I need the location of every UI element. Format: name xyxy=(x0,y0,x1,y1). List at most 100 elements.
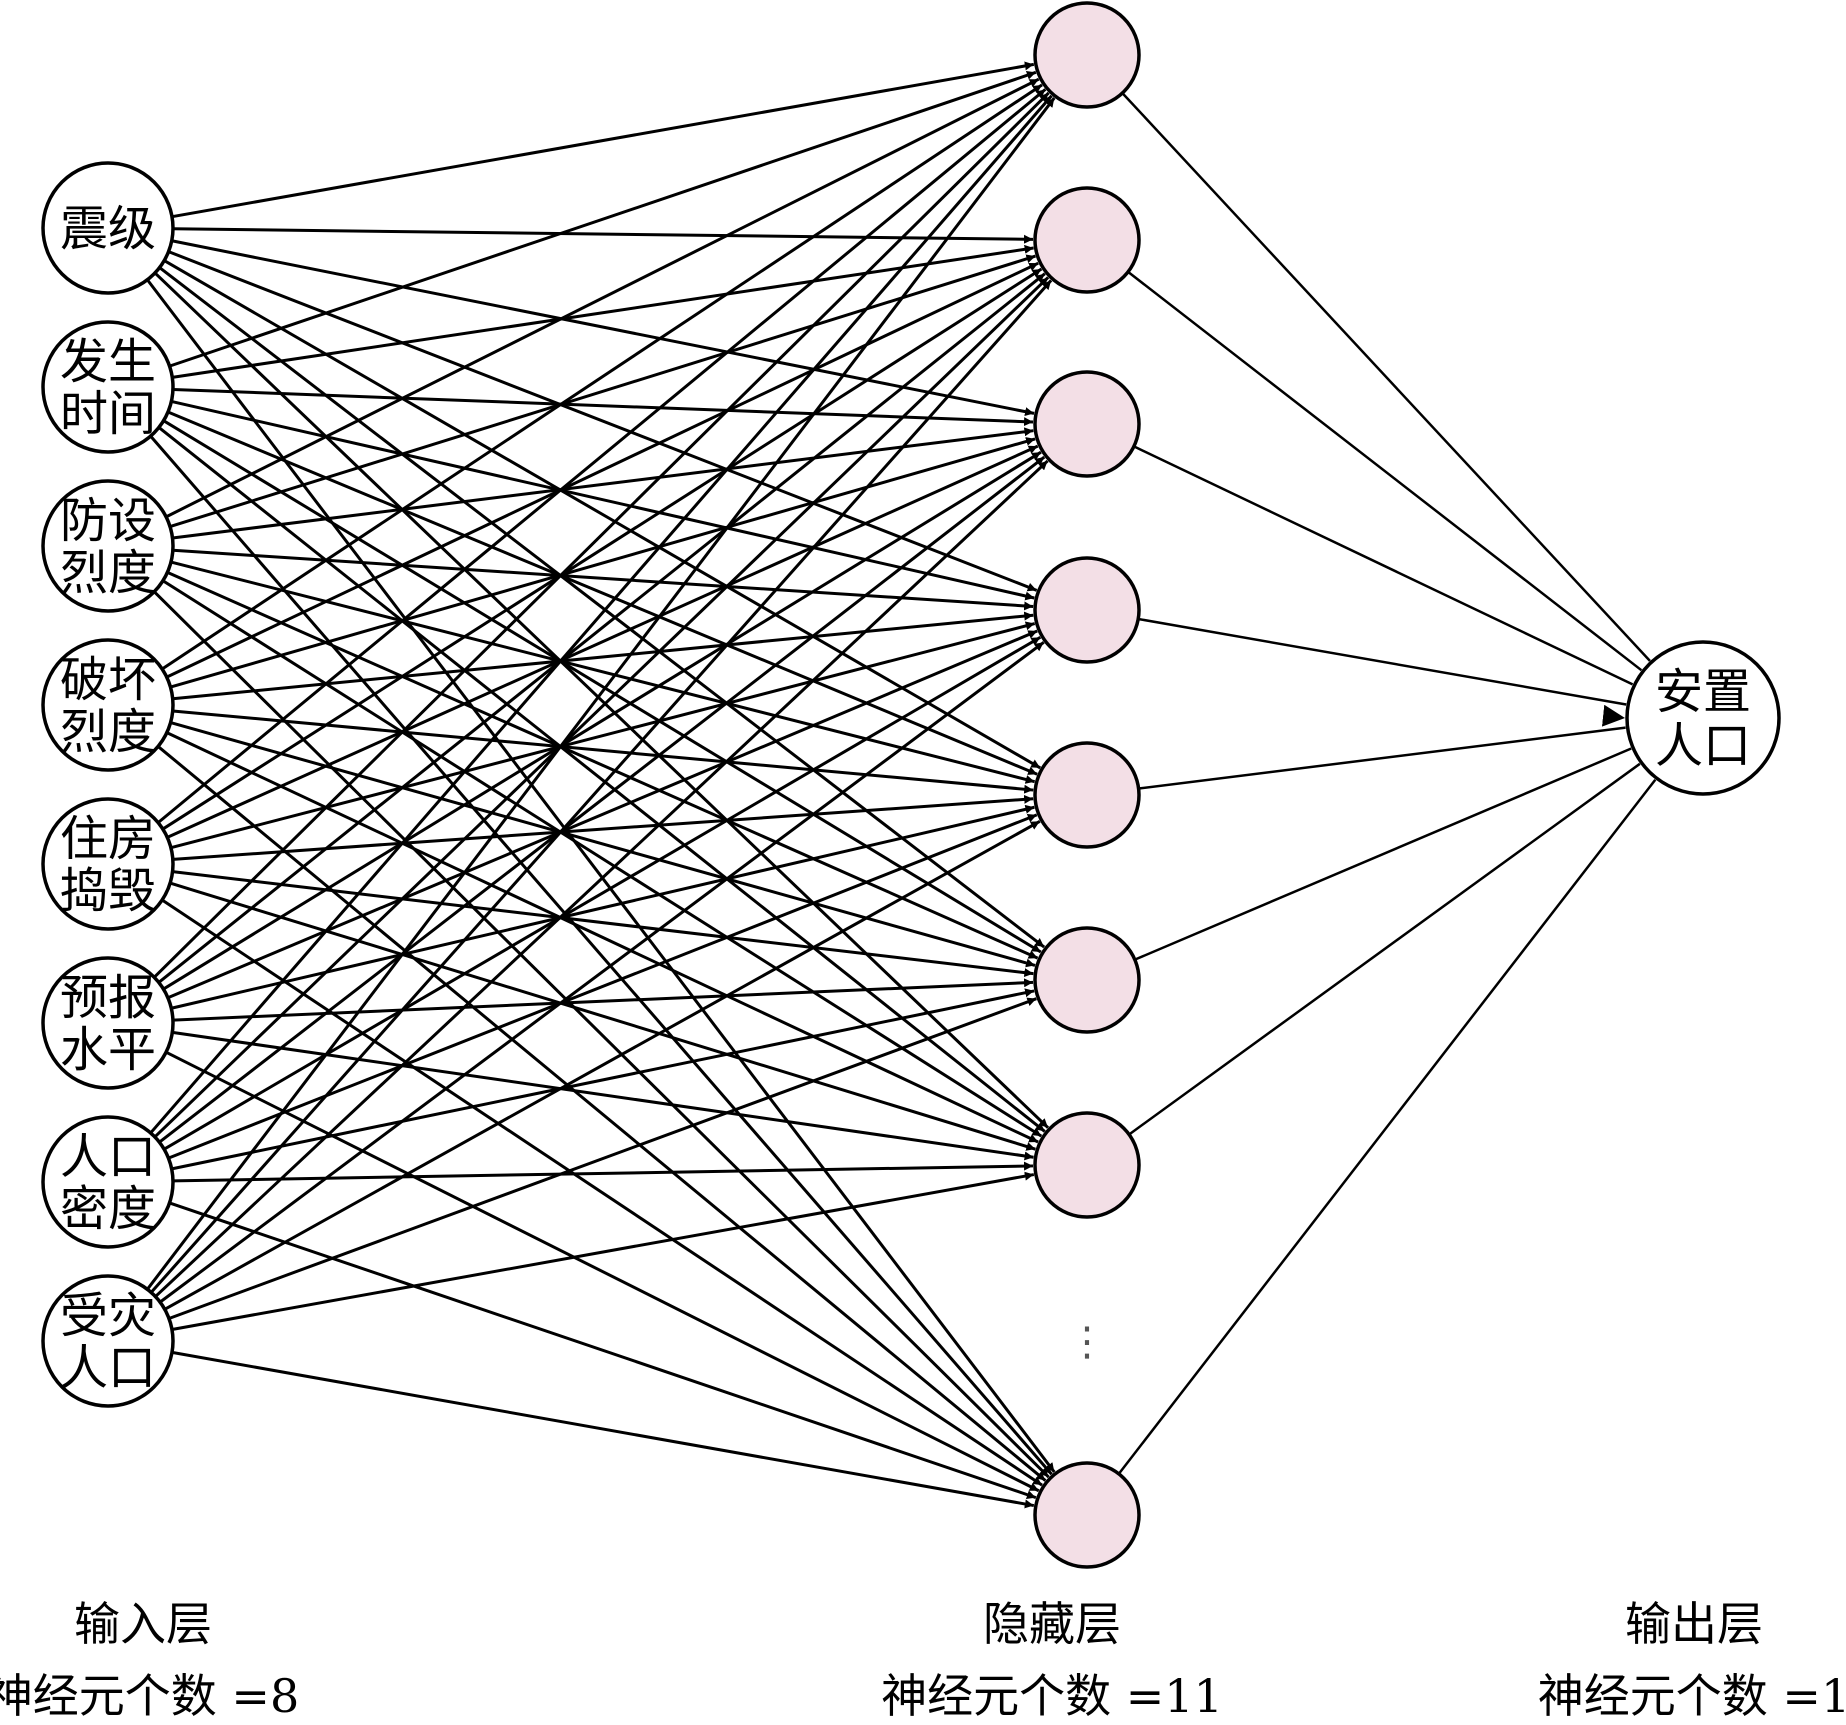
connection-input-7-hidden-3 xyxy=(158,455,1046,1144)
connection-hidden-3-output xyxy=(1133,445,1634,686)
input-node-circle xyxy=(41,479,175,613)
hidden-layer-nodes xyxy=(1033,1,1141,1569)
connection-input-4-hidden-8 xyxy=(157,745,1047,1482)
connection-input-6-hidden-4 xyxy=(167,629,1038,1000)
connection-input-3-hidden-1 xyxy=(165,77,1040,519)
connection-hidden-6-output xyxy=(1134,747,1632,961)
hidden-layer-count: 神经元个数 =11 xyxy=(881,1669,1223,1723)
input-to-hidden-connections xyxy=(146,61,1056,1509)
connection-input-2-hidden-6 xyxy=(162,419,1042,954)
connection-input-4-hidden-1 xyxy=(161,83,1043,671)
input-node-label: 震级 xyxy=(60,201,156,257)
connection-input-5-hidden-2 xyxy=(162,267,1043,831)
input-layer-title: 输入层 xyxy=(74,1597,212,1651)
hidden-node-1 xyxy=(1033,1,1141,109)
connection-input-3-hidden-7 xyxy=(162,579,1043,1138)
connection-input-2-hidden-4 xyxy=(171,399,1035,601)
connection-input-5-hidden-5 xyxy=(172,794,1034,861)
connection-input-8-hidden-2 xyxy=(150,279,1053,1294)
connection-hidden-1-output xyxy=(1121,92,1651,662)
connection-input-6-hidden-3 xyxy=(162,450,1042,991)
connection-input-5-hidden-8 xyxy=(161,898,1043,1487)
connection-hidden-2-output xyxy=(1127,270,1643,672)
connection-input-7-hidden-1 xyxy=(149,94,1053,1134)
connection-input-8-hidden-5 xyxy=(164,819,1041,1311)
input-layer-count: 神经元个数 =8 xyxy=(0,1669,299,1723)
output-node-label: 人口 xyxy=(1655,718,1751,774)
input-node-circle xyxy=(41,638,175,772)
connection-input-2-hidden-5 xyxy=(167,410,1038,776)
connection-hidden-4-output xyxy=(1138,617,1627,706)
connection-input-1-hidden-4 xyxy=(168,250,1038,592)
connection-input-2-hidden-7 xyxy=(157,426,1046,1133)
connection-input-2-hidden-1 xyxy=(169,70,1037,368)
connection-input-4-hidden-3 xyxy=(170,437,1036,689)
connection-input-6-hidden-1 xyxy=(153,91,1050,979)
connection-input-4-hidden-4 xyxy=(172,611,1034,701)
hidden-to-output-connections xyxy=(1117,92,1657,1475)
input-node-label: 烈度 xyxy=(60,704,156,760)
input-node-label: 烈度 xyxy=(60,545,156,601)
connection-input-8-hidden-7 xyxy=(171,1171,1035,1331)
connection-input-6-hidden-2 xyxy=(157,272,1046,984)
connection-input-8-hidden-4 xyxy=(159,641,1045,1304)
hidden-node-4 xyxy=(1033,556,1141,664)
connection-input-4-hidden-7 xyxy=(166,731,1039,1144)
hidden-layer-title: 隐藏层 xyxy=(983,1597,1121,1651)
output-node-label: 安置 xyxy=(1655,664,1751,720)
connection-input-7-hidden-7 xyxy=(172,1161,1034,1183)
connection-input-8-hidden-8 xyxy=(171,1350,1035,1509)
input-node-label: 密度 xyxy=(60,1181,156,1237)
input-node-label: 预报 xyxy=(60,970,156,1026)
output-node-circle xyxy=(1625,640,1781,796)
connection-input-1-hidden-7 xyxy=(153,271,1050,1129)
connection-input-7-hidden-6 xyxy=(171,988,1035,1171)
hidden-node-6 xyxy=(1033,926,1141,1034)
connection-input-8-hidden-3 xyxy=(154,459,1049,1298)
connection-input-3-hidden-4 xyxy=(172,548,1034,611)
input-node-circle xyxy=(41,320,175,454)
connection-input-8-hidden-6 xyxy=(168,997,1037,1320)
connection-input-6-hidden-5 xyxy=(170,804,1035,1010)
hidden-node-5 xyxy=(1033,741,1141,849)
input-node-label: 时间 xyxy=(60,386,156,442)
input-node-label: 捣毁 xyxy=(60,863,156,919)
output-layer-count: 神经元个数 =1 xyxy=(1538,1669,1846,1723)
input-node-1: 震级 xyxy=(41,161,175,295)
input-node-label: 防设 xyxy=(60,493,156,549)
connection-input-8-hidden-1 xyxy=(146,97,1056,1291)
connection-input-1-hidden-1 xyxy=(171,61,1035,219)
connection-input-7-hidden-5 xyxy=(167,813,1038,1160)
input-node-label: 人口 xyxy=(60,1129,156,1185)
input-node-label: 发生 xyxy=(60,334,156,390)
output-arrowhead xyxy=(1601,704,1625,727)
connection-input-5-hidden-7 xyxy=(169,881,1036,1151)
hidden-node-2 xyxy=(1033,186,1141,294)
connection-input-5-hidden-4 xyxy=(170,621,1036,850)
input-node-label: 破坏 xyxy=(60,652,156,708)
connection-input-1-hidden-3 xyxy=(171,239,1035,417)
connection-input-1-hidden-2 xyxy=(172,227,1034,244)
input-node-label: 住房 xyxy=(60,811,156,867)
connection-hidden-7-output xyxy=(1128,762,1641,1136)
connection-input-6-hidden-8 xyxy=(165,1050,1040,1493)
connection-input-2-hidden-8 xyxy=(149,435,1053,1476)
connection-input-4-hidden-2 xyxy=(166,261,1039,679)
input-node-circle xyxy=(41,956,175,1090)
connection-input-3-hidden-3 xyxy=(172,427,1034,540)
input-node-circle xyxy=(41,1274,175,1408)
output-layer-title: 输出层 xyxy=(1625,1597,1763,1651)
connection-input-3-hidden-5 xyxy=(170,560,1036,784)
connection-input-3-hidden-2 xyxy=(169,254,1036,529)
connection-hidden-8-output xyxy=(1117,778,1657,1475)
connection-input-1-hidden-8 xyxy=(146,278,1056,1473)
connection-input-7-hidden-4 xyxy=(163,635,1042,1151)
